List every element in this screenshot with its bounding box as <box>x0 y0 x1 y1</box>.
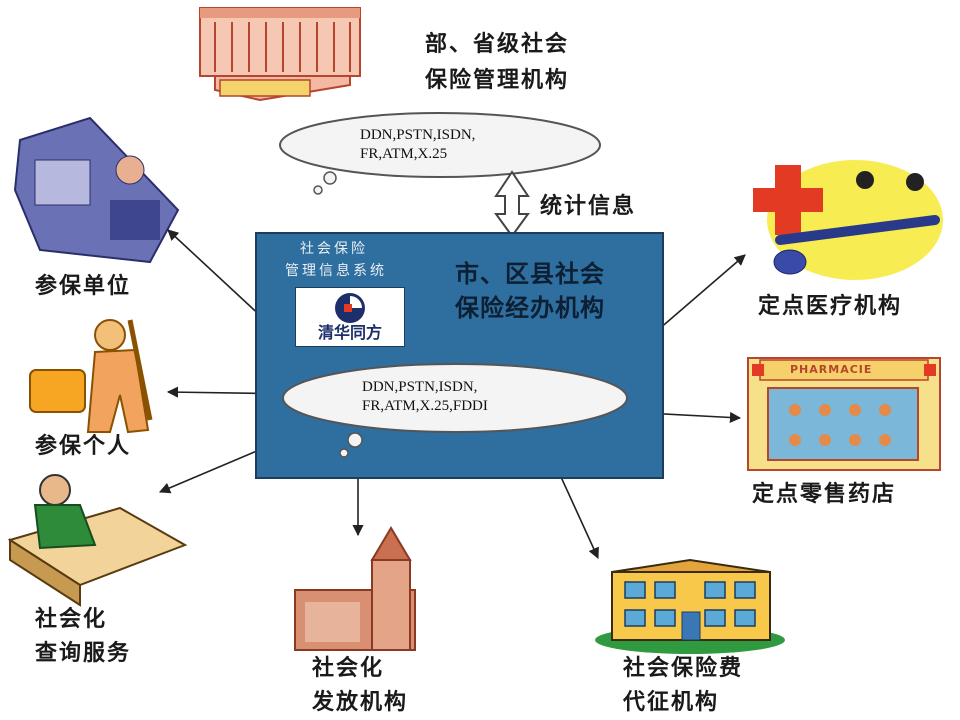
top-agency-line1: 部、省级社会 <box>425 31 570 57</box>
medical-cross-syringe-icon <box>753 160 943 280</box>
stats-double-arrow <box>494 170 530 238</box>
top-cloud-line1: DDN,PSTN,ISDN, <box>360 127 476 143</box>
city-agency-title-line1: 市、区县社会 <box>455 259 605 288</box>
worker-with-bag-icon <box>29 319 153 434</box>
logo-mark-icon <box>335 293 365 323</box>
pharmacy-storefront-icon <box>747 357 941 471</box>
employer-label: 参保单位 <box>35 273 132 299</box>
individual-label: 参保个人 <box>35 433 132 459</box>
hospital-label: 定点医疗机构 <box>758 293 903 319</box>
system-name-line2: 管理信息系统 <box>285 263 387 279</box>
payout-label-line2: 发放机构 <box>312 689 409 715</box>
stats-label: 统计信息 <box>540 193 637 219</box>
system-name-line1: 社会保险 <box>300 241 368 257</box>
center-cloud-line2: FR,ATM,X.25,FDDI <box>362 398 488 414</box>
pharmacy-label: 定点零售药店 <box>752 481 897 507</box>
office-workers-icon <box>13 116 180 264</box>
collection-label-line2: 代征机构 <box>623 689 720 715</box>
payout-label-line1: 社会化 <box>312 655 385 681</box>
office-building-icon <box>595 558 785 654</box>
tsinghua-tongfang-logo: 清华同方 <box>295 287 405 347</box>
person-at-desk-icon <box>7 474 188 607</box>
collection-label-line1: 社会保险费 <box>623 655 744 681</box>
government-building-icon <box>199 7 361 102</box>
query-label-line2: 查询服务 <box>35 640 132 666</box>
tower-building-icon <box>294 526 416 651</box>
city-agency-box <box>255 232 664 479</box>
center-cloud-line1: DDN,PSTN,ISDN, <box>362 379 478 395</box>
city-agency-title-line2: 保险经办机构 <box>455 293 605 322</box>
pharmacy-sign-text: PHARMACIE <box>790 363 873 376</box>
logo-text: 清华同方 <box>317 323 382 342</box>
query-label-line1: 社会化 <box>35 606 108 632</box>
top-network-cloud <box>279 112 601 195</box>
top-cloud-line2: FR,ATM,X.25 <box>360 146 448 162</box>
top-agency-line2: 保险管理机构 <box>425 67 570 93</box>
